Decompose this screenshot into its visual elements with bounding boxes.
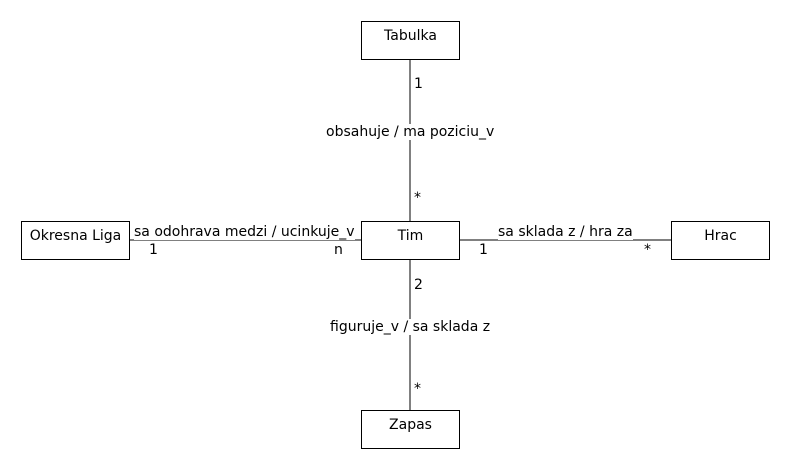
multiplicity-hrac: * (644, 242, 651, 258)
relation-label-tim-hrac: sa sklada z / hra za (498, 224, 633, 240)
multiplicity-tim-right: 1 (479, 242, 488, 258)
entity-tim[interactable]: Tim (361, 221, 460, 260)
relation-label-tim-zapas: figuruje_v / sa sklada z (330, 319, 491, 335)
multiplicity-tabulka: 1 (414, 76, 423, 92)
entity-tabulka[interactable]: Tabulka (361, 21, 460, 60)
multiplicity-liga: 1 (149, 242, 158, 258)
multiplicity-tim-top: * (414, 190, 421, 206)
multiplicity-tim-left: n (334, 242, 343, 258)
multiplicity-tim-bottom: 2 (414, 277, 423, 293)
entity-zapas[interactable]: Zapas (361, 410, 460, 449)
entity-okresna-liga[interactable]: Okresna Liga (21, 221, 130, 260)
relation-label-liga-tim: sa odohrava medzi / ucinkuje_v (134, 224, 355, 240)
entity-hrac[interactable]: Hrac (671, 221, 770, 260)
relation-label-tabulka-tim: obsahuje / ma poziciu_v (326, 124, 495, 140)
multiplicity-zapas: * (414, 381, 421, 397)
